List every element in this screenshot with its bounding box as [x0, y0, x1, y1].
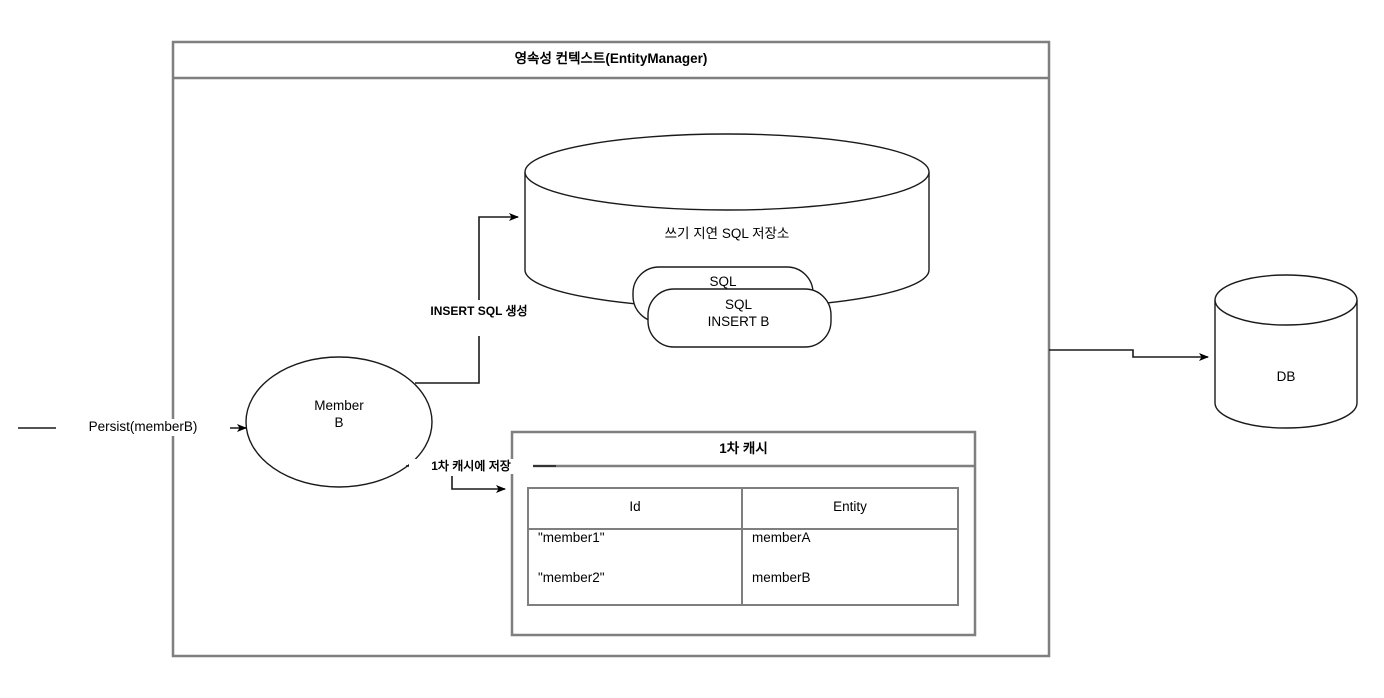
member-entity-line2: B — [334, 414, 344, 430]
database-label: DB — [1276, 369, 1296, 384]
first-cache-arrow-label: 1차 캐시에 저장 — [409, 459, 533, 474]
database-cylinder — [1214, 274, 1358, 429]
cache-column-header-id: Id — [629, 499, 641, 514]
queued-sql-b-line2: INSERT B — [707, 313, 770, 329]
cache-row-1-entity: memberA — [752, 530, 811, 545]
member-entity-ellipse — [245, 356, 433, 488]
cache-column-header-entity: Entity — [833, 499, 867, 514]
persistence-context-container — [171, 40, 1051, 658]
cache-row-2-id: "member2" — [538, 570, 605, 585]
write-behind-sql-store-cylinder — [524, 133, 930, 309]
flush-to-db-arrow — [1049, 349, 1209, 361]
queued-sql-box-b — [647, 288, 832, 348]
queued-sql-b-line1: SQL — [724, 297, 752, 312]
page-title: 영속성 컨텍스트(EntityManager) — [514, 51, 708, 66]
cache-row-1-id: "member1" — [538, 530, 605, 545]
first-level-cache-box — [510, 430, 977, 637]
insert-sql-arrow — [415, 213, 519, 384]
insert-sql-arrow-label: INSERT SQL 생성 — [404, 304, 554, 319]
member-entity-line1: Member — [314, 398, 364, 413]
first-level-cache-title: 1차 캐시 — [719, 441, 768, 456]
queued-sql-a-line1: SQL — [709, 274, 737, 289]
cache-row-2-entity: memberB — [752, 570, 811, 585]
write-behind-store-caption: 쓰기 지연 SQL 저장소 — [664, 226, 790, 241]
queued-sql-a-label: SQL — [633, 274, 813, 291]
persist-arrow-label: Persist(memberB) — [56, 419, 230, 436]
